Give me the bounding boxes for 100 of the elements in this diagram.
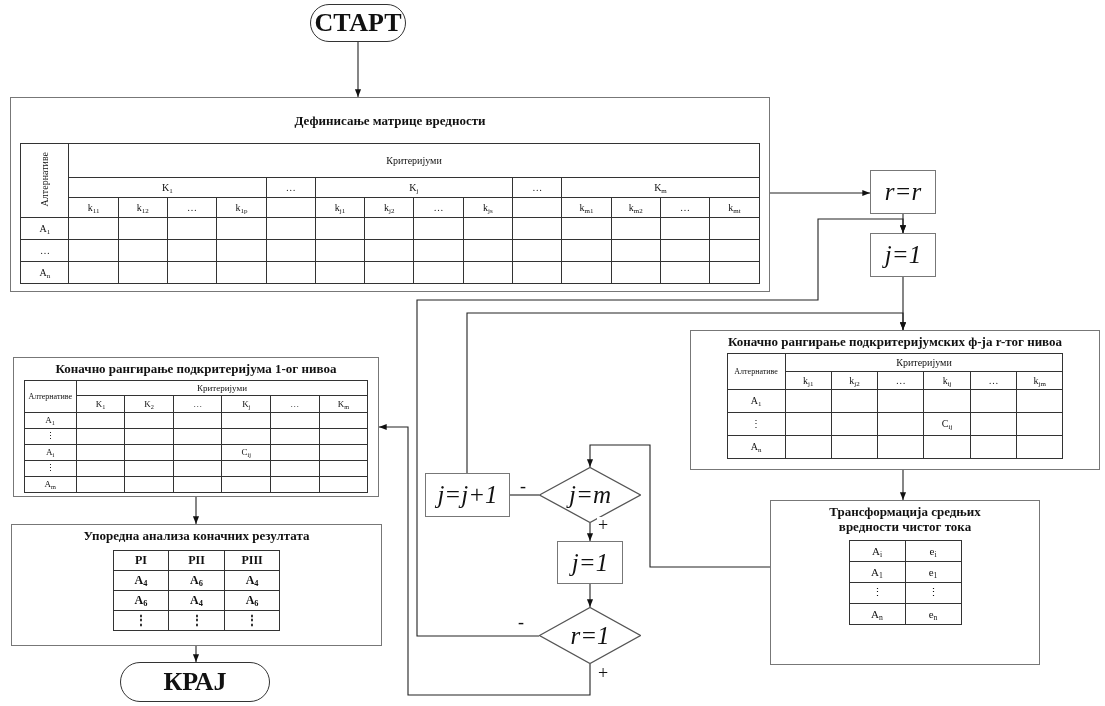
condition-text: r=1 — [570, 621, 610, 650]
table-cell: k$_{j1}$ — [785, 371, 832, 390]
table-cell: k$_{jm}$ — [1016, 371, 1063, 390]
table-cell: K$_{1}$ — [68, 177, 267, 198]
arrow — [586, 522, 594, 542]
table-cell: A$_{m}$ — [24, 476, 77, 493]
table-cell: k$_{js}$ — [463, 197, 513, 218]
table-cell: ⋮ — [224, 610, 280, 631]
table-cell: A$_{4}$ — [224, 570, 280, 591]
process-box — [425, 473, 510, 517]
table-cell: K$_{j}$ — [221, 395, 271, 413]
table-cell: ⋮ — [849, 582, 905, 604]
table-cell: A$_{1}$ — [849, 561, 905, 583]
arrow — [192, 496, 200, 525]
arrow — [378, 423, 591, 696]
table-cell: K$_{1}$ — [76, 395, 125, 413]
table-cell: … — [413, 197, 464, 218]
table-cell: A$_{4}$ — [168, 590, 225, 611]
table-cell: K$_{m}$ — [561, 177, 760, 198]
table-cell: ⋮ — [727, 412, 786, 436]
terminal-label: СТАРТ — [314, 8, 402, 38]
process-box — [770, 500, 1040, 665]
table-cell: k$_{1p}$ — [216, 197, 267, 218]
table-cell: ⋮ — [905, 582, 961, 604]
arrow — [192, 645, 200, 663]
table-cell: Алтернативе — [24, 380, 77, 413]
table-cell: k$_{j2}$ — [364, 197, 414, 218]
table-cell: Алтернативе — [727, 353, 786, 390]
table-cell: ⋮ — [24, 460, 77, 477]
table-cell: K$_{m}$ — [319, 395, 368, 413]
table-cell: PI — [113, 550, 169, 571]
table-cell: … — [970, 371, 1017, 390]
table-cell: ⋮ — [168, 610, 225, 631]
table-cell: A$_{1}$ — [24, 412, 77, 429]
box-heading: Дефинисање матрице вредности — [294, 114, 486, 129]
table-cell: … — [877, 371, 924, 390]
table-cell: Критеријуми — [76, 380, 368, 396]
arrow — [354, 41, 362, 98]
formula-text: j=j+1 — [437, 481, 498, 509]
table-cell: A$_{4}$ — [113, 570, 169, 591]
table-cell: PIII — [224, 550, 280, 571]
table-cell: k$_{11}$ — [68, 197, 119, 218]
table-cell: C$_{ij}$ — [923, 412, 971, 436]
process-box — [690, 330, 1100, 470]
box-heading: Коначно рангирање подкритеријума 1-ог нивоа — [55, 362, 337, 377]
table-cell: Критеријуми — [785, 353, 1063, 372]
table-cell: K$_{j}$ — [315, 177, 513, 198]
table-cell: … — [660, 197, 710, 218]
process-box — [13, 357, 379, 497]
formula-text: r=r — [884, 178, 922, 206]
table-cell: ⋮ — [113, 610, 169, 631]
table-cell: k$_{mt}$ — [709, 197, 760, 218]
table-cell: k$_{12}$ — [118, 197, 168, 218]
table-cell: k$_{j1}$ — [315, 197, 365, 218]
formula-text: j=1 — [884, 241, 922, 269]
process-box — [11, 524, 382, 646]
arrow — [416, 218, 907, 637]
table-header: Алтернативе — [39, 152, 51, 207]
table-cell: … — [20, 239, 69, 262]
table-cell: k$_{j2}$ — [831, 371, 878, 390]
table-cell: … — [167, 197, 217, 218]
table-cell: A$_{1}$ — [20, 217, 69, 240]
table-cell: k$_{m2}$ — [611, 197, 661, 218]
formula-text: j=1 — [571, 548, 609, 577]
table-cell: k$_{ij}$ — [923, 371, 971, 390]
terminal-label: КРАЈ — [163, 667, 227, 697]
box-heading: Трансформација средњих вредности чистог тока — [828, 505, 982, 535]
arrow — [586, 583, 594, 608]
table-cell: A$_{i}$ — [24, 444, 77, 461]
table-cell: A$_{6}$ — [168, 570, 225, 591]
arrow — [899, 469, 907, 501]
table-cell: k$_{m1}$ — [561, 197, 612, 218]
table-cell: e$_{1}$ — [905, 561, 961, 583]
table-cell: … — [270, 395, 320, 413]
process-box — [557, 541, 623, 584]
table-cell: A$_{n}$ — [727, 435, 786, 459]
arrow — [466, 312, 907, 474]
process-box — [870, 170, 936, 214]
table-cell: … — [512, 177, 562, 198]
terminal-shape — [120, 662, 270, 702]
table-cell: K$_{2}$ — [124, 395, 174, 413]
table-cell: PII — [168, 550, 225, 571]
table-cell: … — [173, 395, 222, 413]
process-box — [870, 233, 936, 277]
table-cell: Критеријуми — [68, 143, 760, 178]
box-heading: Упоредна анализа коначних резултата — [83, 529, 310, 544]
table-cell: C$_{ij}$ — [221, 444, 271, 461]
table-cell: e$_{i}$ — [905, 540, 961, 562]
arrow — [586, 444, 771, 568]
box-heading: Коначно рангирање подкритеријумских ф-ја r-тог нивоа — [727, 335, 1063, 350]
process-box — [10, 97, 770, 292]
table-cell: A$_{n}$ — [20, 261, 69, 284]
arrow — [769, 189, 871, 197]
table-cell: … — [266, 177, 316, 198]
connector-line — [509, 494, 540, 496]
table-cell: A$_{n}$ — [849, 603, 905, 625]
table-cell: e$_{n}$ — [905, 603, 961, 625]
table-cell: A$_{1}$ — [727, 389, 786, 413]
table-cell: ⋮ — [24, 428, 77, 445]
table-cell: A$_{i}$ — [849, 540, 905, 562]
